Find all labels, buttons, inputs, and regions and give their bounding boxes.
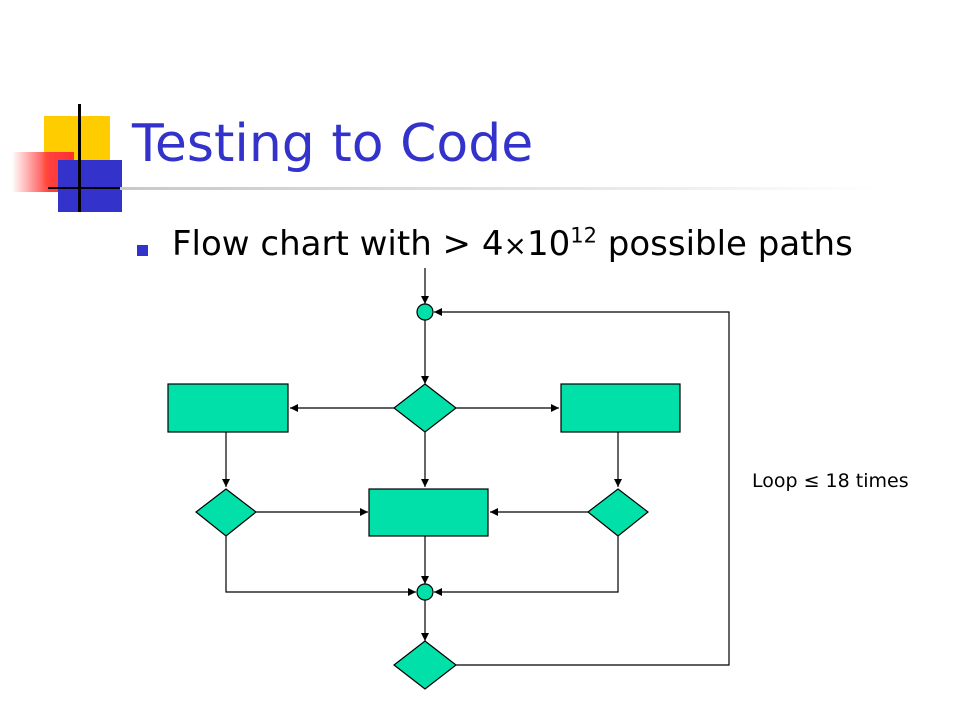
- decision-node-left: [195, 488, 257, 537]
- decision-node-right: [587, 488, 649, 537]
- join-node: [416, 583, 434, 601]
- edge-right-decision-to-join: [434, 536, 619, 596]
- power-base: 10: [526, 224, 571, 264]
- slide-title: Testing to Code: [132, 114, 534, 174]
- process-box-right: [560, 383, 681, 433]
- decor-blue-square: [58, 160, 122, 212]
- decision-node-loop: [393, 640, 457, 690]
- decor-vertical-line: [78, 104, 81, 212]
- bullet-prefix: Flow chart with > 4: [172, 224, 504, 264]
- decor-horizontal-line: [48, 187, 160, 189]
- loop-label: Loop ≤ 18 times: [752, 470, 909, 492]
- power-exponent: 12: [570, 223, 597, 248]
- edge-loop-back: [434, 308, 730, 666]
- bullet-text: Flow chart with > 4×1012 possible paths: [172, 224, 853, 264]
- decision-node-top: [393, 383, 457, 433]
- bullet-suffix: possible paths: [596, 224, 853, 264]
- edge-left-decision-to-join: [225, 536, 416, 596]
- times-operator: ×: [503, 229, 527, 262]
- title-underline: [120, 187, 880, 190]
- bullet-square-icon: [137, 245, 148, 256]
- start-node: [416, 303, 434, 321]
- process-box-center: [368, 488, 489, 537]
- process-box-left: [167, 383, 289, 433]
